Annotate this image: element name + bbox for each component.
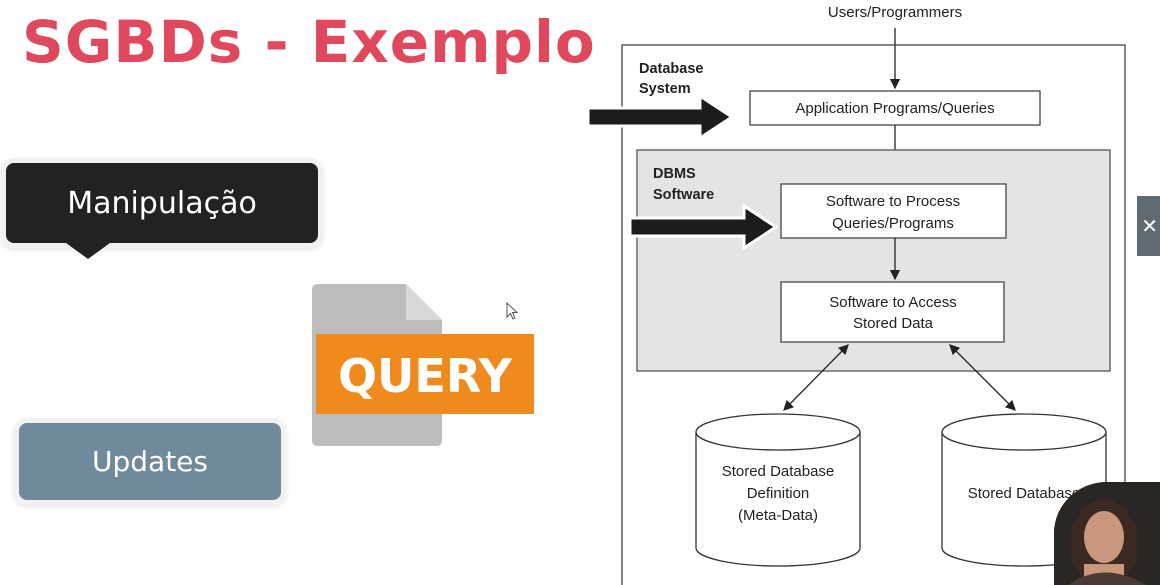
query-banner <box>316 334 534 414</box>
dbms-label-line2: Software <box>653 187 714 203</box>
dbms-architecture-diagram: Users/Programmers Database System Applic… <box>586 4 1126 585</box>
database-system-box <box>621 44 1126 585</box>
application-programs-label: Application Programs/Queries <box>795 100 994 117</box>
database-system-label-line2: System <box>639 81 691 97</box>
stored-database-cylinder: Stored Database <box>941 413 1107 567</box>
access-stored-data-line2: Stored Data <box>853 315 934 332</box>
manipulacao-label: Manipulação <box>67 185 257 221</box>
pointer-arrow-application <box>586 93 735 141</box>
process-queries-line1: Software to Process <box>826 193 960 210</box>
slide-title: SGBDs - Exemplo <box>22 8 596 76</box>
mouse-cursor-icon <box>506 302 519 320</box>
query-file-icon: QUERY <box>312 284 534 446</box>
application-programs-box <box>749 90 1041 126</box>
pointer-arrow-process <box>628 203 779 251</box>
dbms-label-line1: DBMS <box>653 166 696 182</box>
access-stored-data-box <box>780 281 1005 343</box>
side-panel-tab[interactable]: ✕ <box>1137 196 1160 256</box>
presenter-avatar-icon <box>1054 482 1160 585</box>
updates-label: Updates <box>92 445 208 478</box>
stored-database-label: Stored Database <box>968 485 1081 502</box>
access-stored-data-line1: Software to Access <box>829 294 957 311</box>
meta-data-line3: (Meta-Data) <box>738 507 818 524</box>
meta-data-line2: Definition <box>747 485 810 502</box>
meta-data-cylinder: Stored Database Definition (Meta-Data) <box>695 413 861 567</box>
process-queries-box <box>780 183 1007 239</box>
presenter-webcam <box>1054 482 1160 585</box>
close-icon[interactable]: ✕ <box>1141 215 1158 238</box>
updates-callout: Updates <box>19 423 281 500</box>
users-programmers-label: Users/Programmers <box>828 4 962 21</box>
process-queries-line2: Queries/Programs <box>832 215 954 232</box>
database-system-label-line1: Database <box>639 61 703 77</box>
query-text: QUERY <box>338 349 513 403</box>
manipulacao-callout: Manipulação <box>6 163 318 259</box>
meta-data-line1: Stored Database <box>722 463 835 480</box>
